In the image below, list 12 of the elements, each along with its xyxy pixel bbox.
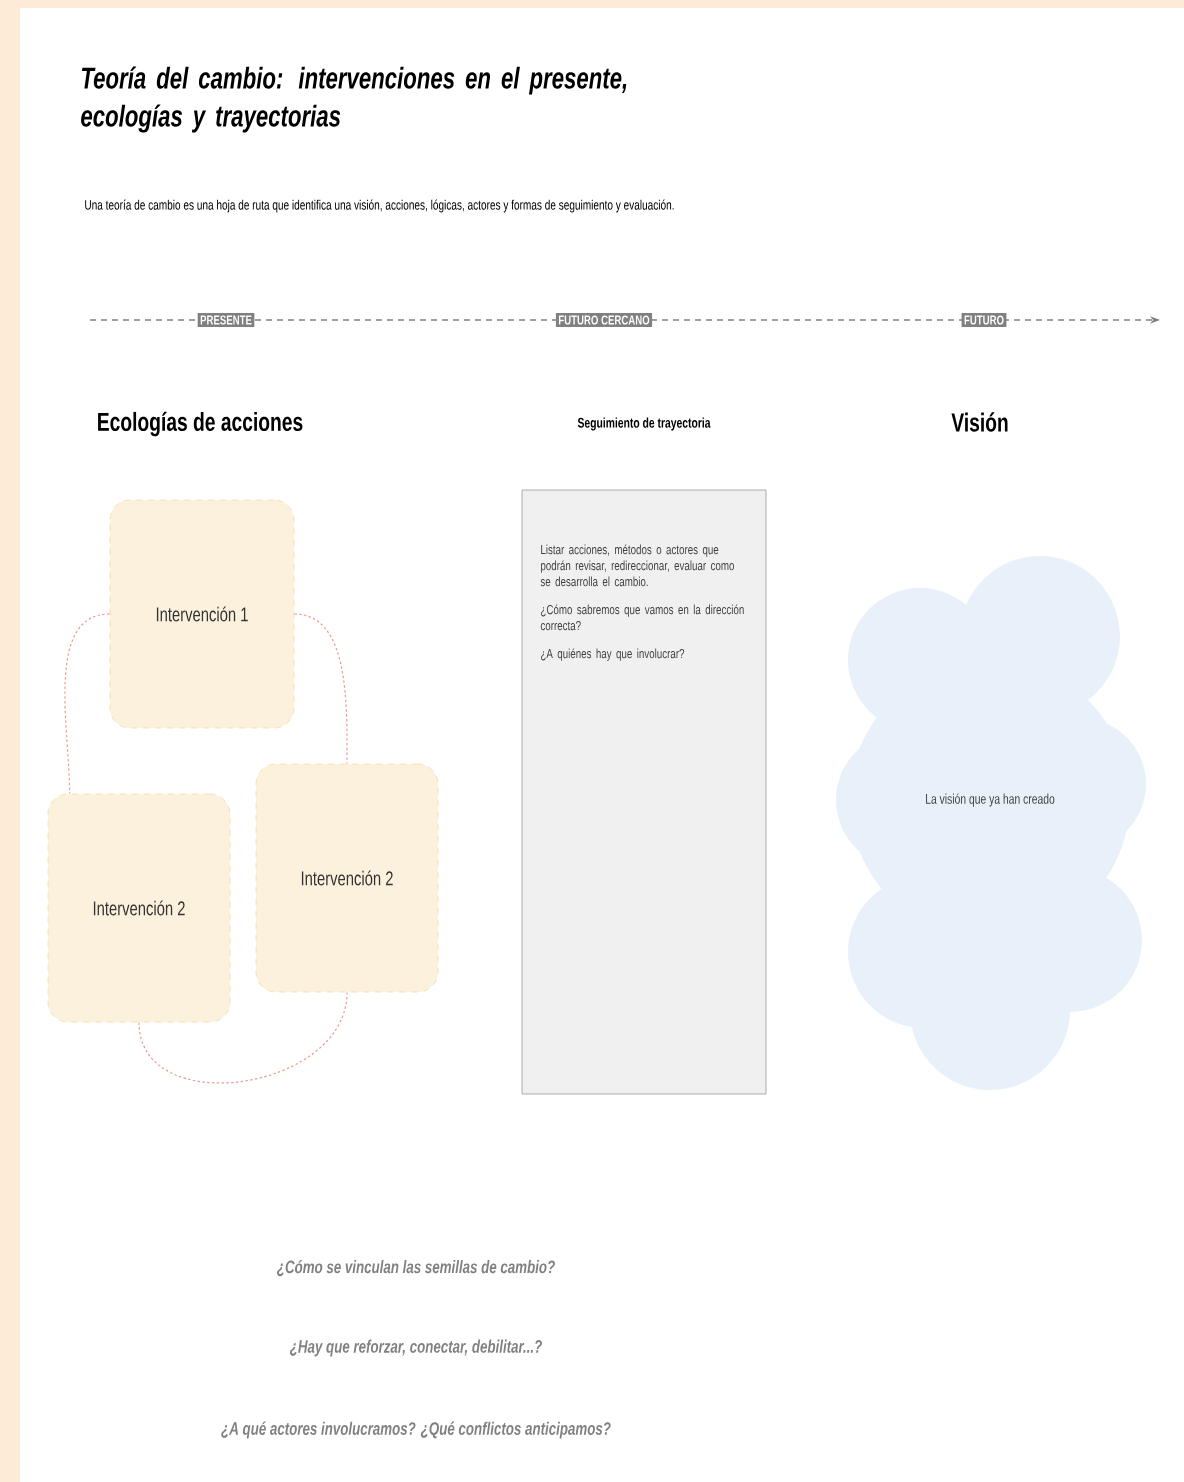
connector-line [64, 613, 111, 795]
intervention-box: Intervención 1 [109, 499, 295, 729]
column-heading: Ecologías de acciones [98, 411, 303, 437]
intervention-box: Intervención 2 [255, 763, 439, 993]
guiding-question: ¿A qué actores involucramos? ¿Qué conflictos anticipamos? [221, 1421, 611, 1439]
guiding-question: ¿Hay que reforzar, conectar, debilitar...? [289, 1339, 542, 1357]
connector-line [293, 613, 348, 765]
column-heading: Visión [951, 412, 1008, 432]
guiding-question: ¿Cómo se vinculan las semillas de cambio? [277, 1259, 555, 1277]
intervention-box: Intervención 2 [47, 793, 231, 1023]
connector-line [138, 991, 348, 1084]
title: Teoría del cambio: intervenciones en el presente, ecologías y trayectorias [81, 66, 627, 133]
